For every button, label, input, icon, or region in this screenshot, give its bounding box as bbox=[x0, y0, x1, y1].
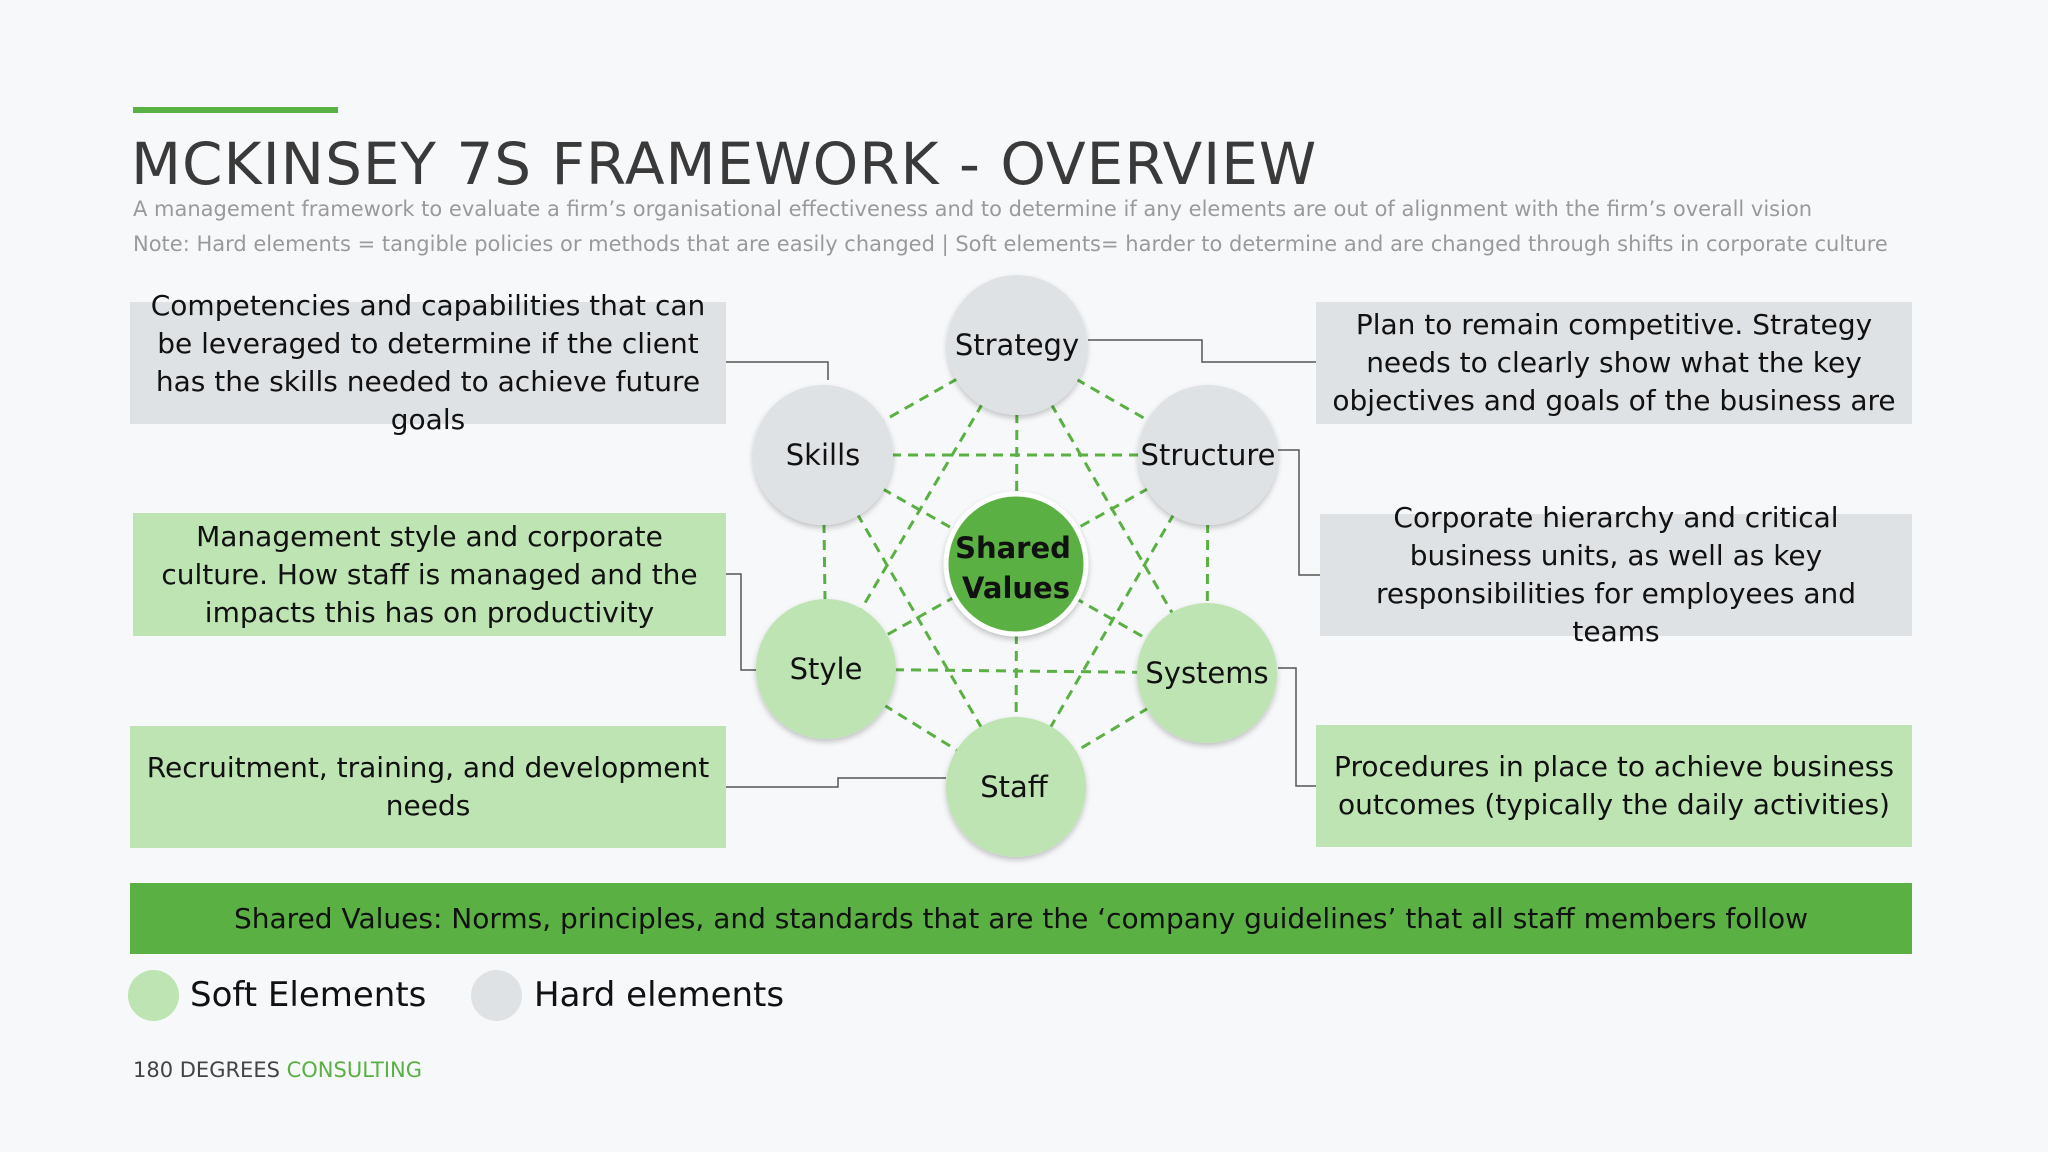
node-strategy-label: Strategy bbox=[955, 328, 1079, 362]
skills-description-box: Competencies and capabilities that can b… bbox=[130, 289, 726, 436]
edge-skills-systems bbox=[822, 453, 1208, 675]
staff-description-box: Recruitment, training, and development n… bbox=[130, 726, 726, 848]
node-systems-label: Systems bbox=[1145, 656, 1268, 690]
style-connector bbox=[726, 573, 757, 671]
hard-elements-legend-label: Hard elements bbox=[534, 975, 785, 1015]
footer-brand: 180 DEGREES CONSULTING bbox=[133, 1058, 422, 1082]
node-skills-label: Skills bbox=[786, 438, 860, 472]
hard-elements-legend-swatch bbox=[471, 970, 522, 1021]
structure-connector bbox=[1278, 449, 1320, 576]
shared-values-banner: Shared Values: Norms, principles, and st… bbox=[130, 883, 1912, 954]
node-structure: Structure bbox=[1138, 385, 1278, 525]
strategy-description-box: Plan to remain competitive. Strategy nee… bbox=[1316, 302, 1912, 424]
node-shared-values-label-line1: Shared bbox=[955, 531, 1071, 565]
node-style-label: Style bbox=[790, 652, 863, 686]
title-accent-line bbox=[133, 107, 338, 113]
structure-description-box: Corporate hierarchy and critical busines… bbox=[1320, 501, 1912, 648]
systems-description: Procedures in place to achieve business … bbox=[1334, 750, 1894, 821]
node-skills: Skills bbox=[753, 385, 893, 525]
node-shared-values-label-line2: Values bbox=[962, 571, 1070, 605]
page-title: MCKINSEY 7S FRAMEWORK - OVERVIEW bbox=[131, 130, 1318, 198]
node-staff: Staff bbox=[946, 717, 1086, 857]
strategy-connector bbox=[1088, 339, 1316, 363]
edge-structure-style bbox=[825, 453, 1209, 671]
edge-style-systems bbox=[825, 667, 1208, 675]
footer-brand-part2: CONSULTING bbox=[286, 1058, 423, 1082]
node-shared-values: Shared Values bbox=[943, 491, 1089, 637]
footer-brand-part1: 180 DEGREES bbox=[133, 1058, 287, 1082]
staff-connector bbox=[726, 777, 946, 788]
edge-structure-staff bbox=[1014, 454, 1210, 788]
node-systems: Systems bbox=[1137, 603, 1277, 743]
node-style: Style bbox=[756, 599, 896, 739]
shared-values-banner-text: Shared Values: Norms, principles, and st… bbox=[234, 902, 1808, 935]
style-description-box: Management style and corporate culture. … bbox=[133, 513, 726, 636]
node-structure-label: Structure bbox=[1141, 438, 1276, 472]
strategy-description: Plan to remain competitive. Strategy nee… bbox=[1332, 308, 1896, 417]
soft-elements-legend-swatch bbox=[128, 970, 179, 1021]
soft-elements-legend-label: Soft Elements bbox=[190, 975, 427, 1015]
style-description: Management style and corporate culture. … bbox=[161, 519, 698, 629]
node-strategy: Strategy bbox=[947, 275, 1087, 415]
edge-skills-staff bbox=[821, 454, 1018, 788]
systems-connector bbox=[1278, 667, 1316, 787]
connector-lines bbox=[726, 339, 1320, 788]
skills-connector bbox=[726, 361, 829, 380]
systems-description-box: Procedures in place to achieve business … bbox=[1316, 725, 1912, 847]
staff-description: Recruitment, training, and development n… bbox=[146, 751, 710, 822]
page-note: Note: Hard elements = tangible policies … bbox=[133, 232, 1888, 256]
skills-description: Competencies and capabilities that can b… bbox=[150, 289, 706, 436]
page-subtitle: A management framework to evaluate a fir… bbox=[133, 197, 1813, 221]
structure-description: Corporate hierarchy and critical busines… bbox=[1375, 501, 1857, 648]
node-staff-label: Staff bbox=[980, 770, 1049, 804]
